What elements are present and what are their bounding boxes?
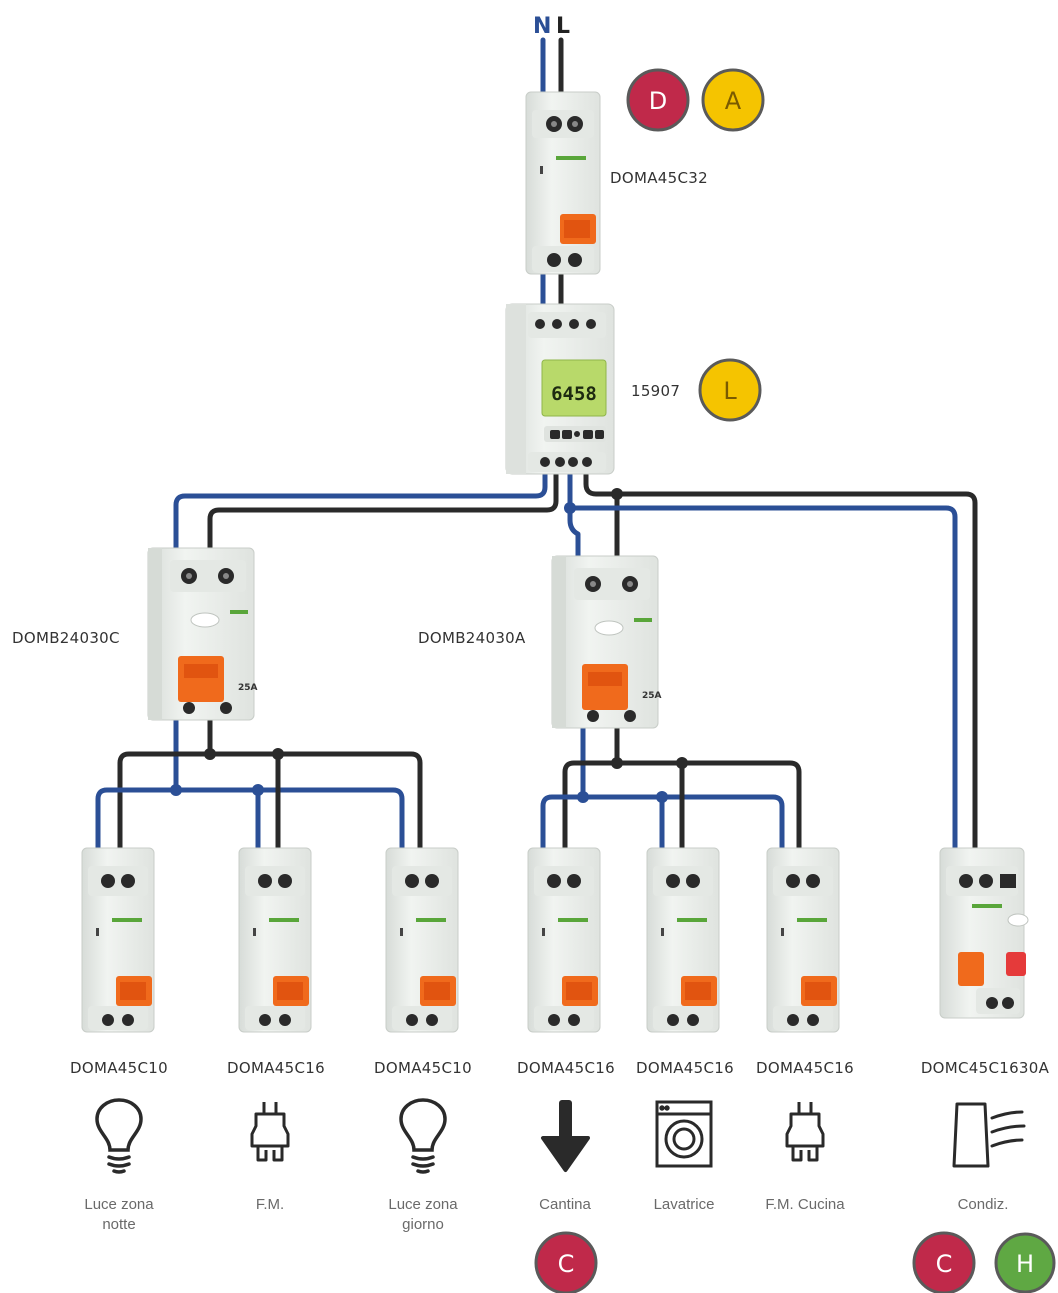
main-breaker-code: DOMA45C32 [610,169,708,187]
circuit-code: DOMA45C16 [227,1059,325,1077]
circuit-badge-c-cantina: C [534,1231,598,1293]
svg-text:L: L [723,377,737,405]
circuit-code: DOMC45C1630A [921,1059,1050,1077]
svg-text:C: C [936,1250,953,1278]
svg-text:C: C [558,1250,575,1278]
circuit-breaker [527,847,601,1033]
wires [95,37,978,861]
svg-text:A: A [725,87,742,115]
plug-icon [250,1102,290,1162]
air-conditioner-icon [952,1102,1026,1168]
svg-text:D: D [649,87,667,115]
main-breaker [525,91,601,275]
rcbo-device [939,847,1029,1019]
rcd-1: 25A [147,547,258,721]
circuit-label-line1: F.M. [256,1196,284,1213]
circuit-label-line1: Condiz. [958,1196,1009,1213]
circuit-code: DOMA45C16 [756,1059,854,1077]
junction-dots [170,488,688,803]
meter-rcd1-neutral-wire [173,467,548,553]
svg-text:H: H [1016,1250,1034,1278]
main-breaker-badge-a: A [701,68,765,132]
meter-domc-line-wire [583,467,978,858]
circuit-label-line1: Lavatrice [654,1196,715,1213]
circuit-breaker [81,847,155,1033]
meter-domc-neutral-wire [567,505,958,858]
circuit-label-line2: giorno [402,1216,444,1233]
circuit-label-line2: notte [102,1216,135,1233]
circuit-code: DOMA45C16 [517,1059,615,1077]
meter-display: 6458 [551,383,597,405]
circuit-breaker [385,847,459,1033]
circuit-badge-c-condiz: C [912,1231,976,1293]
circuit-breaker [766,847,840,1033]
circuit-texts: DOMA45C10 DOMA45C16 DOMA45C10 DOMA45C16 … [70,1059,1050,1233]
main-breaker-badge-d: D [626,68,690,132]
meter-code: 15907 [631,382,680,400]
lightbulb-icon [399,1098,447,1174]
meter-badge-l: L [698,358,762,422]
circuit-code: DOMA45C10 [374,1059,472,1077]
circuit-breakers [81,847,840,1033]
circuit-label-line1: Luce zona [388,1196,458,1213]
circuit-label-line1: F.M. Cucina [765,1196,845,1213]
circuit-badge-h-condiz: H [994,1232,1056,1293]
down-arrow-icon [541,1100,590,1172]
meter-rcd1-line-wire [207,467,559,553]
lightbulb-icon [95,1098,143,1174]
energy-meter: 6458 [505,303,615,475]
circuit-breaker [238,847,312,1033]
rcd-2-code: DOMB24030A [418,629,526,647]
line-label: L [556,14,570,39]
rcd-1-code: DOMB24030C [12,629,120,647]
neutral-label: N [533,14,551,39]
washing-machine-icon [655,1100,713,1168]
circuit-label-line1: Luce zona [84,1196,154,1213]
plug-icon [785,1102,825,1162]
rcd1-line-bus [117,751,423,861]
meter-rcd2-neutral-wire [567,467,581,563]
circuit-code: DOMA45C16 [636,1059,734,1077]
rcd-2: 25A [551,555,662,729]
circuit-breaker [646,847,720,1033]
rcd-1-rating: 25A [238,683,258,693]
circuit-code: DOMA45C10 [70,1059,168,1077]
circuit-label-line1: Cantina [539,1196,591,1213]
rcd1-neutral-bus [95,787,405,861]
rcd-2-rating: 25A [642,691,662,701]
